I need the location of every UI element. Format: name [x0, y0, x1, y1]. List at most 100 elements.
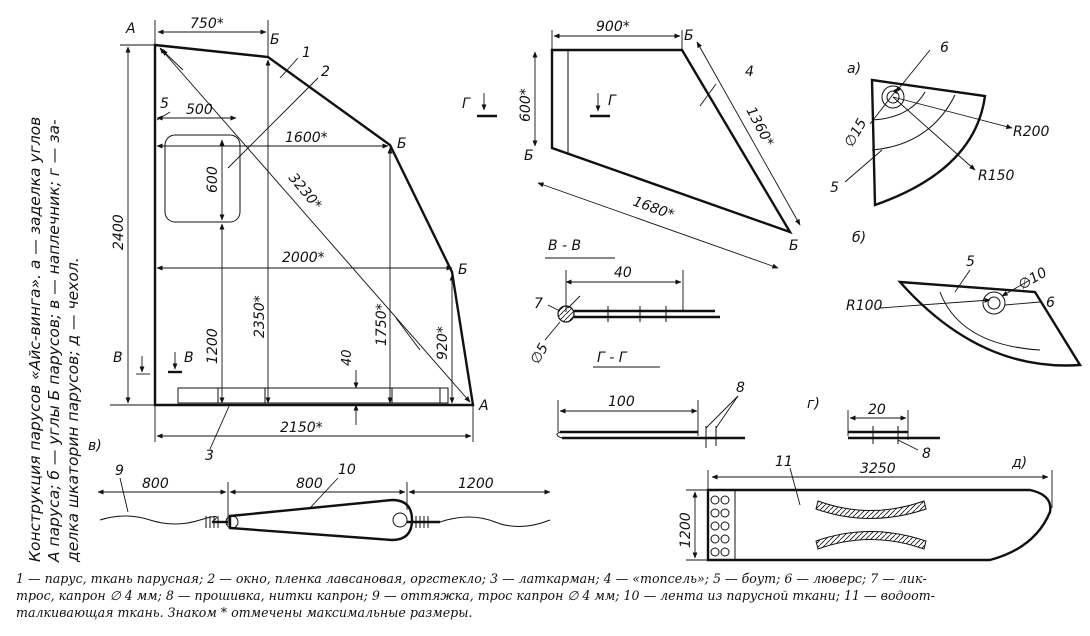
edge-layers	[848, 430, 940, 440]
detail-d: д) 3250 1200 11	[678, 454, 1053, 562]
leader-10	[309, 477, 339, 509]
corner-label-b: Б	[524, 148, 534, 164]
section-label-v: В	[113, 350, 123, 366]
part-number-7: 7	[534, 296, 543, 312]
dim-line-r150	[892, 96, 976, 171]
leader-5	[156, 111, 171, 121]
part-number-10: 10	[338, 462, 356, 478]
dim-label-1200: 1200	[678, 512, 694, 548]
window-outline	[164, 134, 241, 223]
corner-label-b: Б	[270, 32, 280, 48]
lacing-lines	[217, 388, 441, 403]
topsail: Б Б Б 900* 600* 1360* 1680* 4 Г Г	[462, 19, 801, 269]
part-number-8: 8	[736, 380, 745, 396]
side-title: Конструкция парусов «Айс-винга». а — зад…	[26, 117, 82, 563]
corner-label-b: Б	[458, 262, 468, 278]
leader-2	[227, 77, 319, 169]
dim-line-1680	[537, 182, 779, 269]
leader-8	[705, 395, 739, 429]
dim-label-20: 20	[868, 402, 886, 418]
dim-label-r150: R150	[978, 168, 1015, 184]
dim-label-800: 800	[296, 476, 323, 492]
section-gg-title: Г - Г	[597, 350, 628, 366]
detail-v-label: в)	[88, 438, 102, 454]
main-sail: А Б Б Б А В В 750* 500 1600* 3230* 2000*…	[110, 16, 489, 464]
part-number-11: 11	[775, 454, 793, 470]
whipping-marks	[205, 516, 429, 528]
section-vv-title: В - В	[548, 238, 581, 254]
dim-label-3250: 3250	[860, 461, 896, 477]
detail-a-label: а)	[847, 61, 861, 77]
part-number-1: 1	[302, 45, 311, 61]
part-number-5: 5	[830, 180, 839, 196]
part-number-5: 5	[160, 96, 169, 112]
dim-label-d15: ∅15	[842, 116, 871, 150]
section-label-g: Г	[608, 93, 617, 109]
dim-label-3230: 3230*	[285, 170, 325, 213]
leader-5	[844, 149, 883, 183]
corner-label-b: Б	[684, 28, 694, 44]
detail-b-label: б)	[852, 230, 866, 246]
leader-11	[789, 467, 801, 506]
dim-label-1200: 1200	[205, 328, 221, 364]
detail-v: в) 800 800 1200 9 10	[88, 438, 551, 542]
dim-label-40: 40	[614, 265, 632, 281]
dim-label-r100: R100	[846, 298, 883, 314]
detail-g-label: г)	[807, 396, 820, 412]
shoulder-loop	[228, 498, 414, 542]
handle-slot	[815, 531, 927, 550]
dim-label-900: 900*	[596, 19, 630, 35]
cover-outline	[706, 488, 1052, 562]
detail-b: б) ∅10 R100 5 6	[846, 230, 1083, 367]
dim-label-1360: 1360*	[742, 104, 776, 149]
side-title-line-2: А паруса; б — углы Б парусов; в — наплеч…	[45, 119, 63, 563]
dim-line-d15	[869, 87, 899, 125]
side-title-line-1: Конструкция парусов «Айс-винга». а — зад…	[26, 117, 44, 562]
corner-label-a: А	[125, 21, 136, 37]
section-label-v: В	[184, 350, 194, 366]
dim-label-500: 500	[186, 102, 213, 118]
part-number-2: 2	[321, 64, 330, 80]
detail-a-outline	[870, 78, 987, 207]
dim-label-1750: 1750*	[374, 303, 390, 346]
dim-label-800: 800	[142, 476, 169, 492]
leader-3	[209, 403, 231, 450]
dim-line-r200	[892, 96, 1013, 130]
leader-9	[119, 477, 129, 513]
dim-line-d10	[1001, 279, 1031, 297]
detail-d-label: д)	[1011, 455, 1027, 471]
dim-label-2000: 2000*	[282, 250, 325, 266]
dim-label-1680: 1680*	[631, 194, 677, 224]
corner-label-b: Б	[789, 238, 799, 254]
grommet-inner	[987, 296, 1001, 310]
dim-label-100: 100	[608, 394, 635, 410]
stitch-marks	[607, 306, 667, 322]
part-number-9: 9	[115, 463, 124, 479]
dim-label-d10: ∅10	[1016, 265, 1050, 294]
caption-line-2: трос, капрон ∅ 4 мм; 8 — прошивка, нитки…	[16, 588, 935, 603]
hem-fold	[556, 431, 563, 439]
bolt-rope-section	[557, 305, 575, 323]
leader-6	[895, 49, 931, 93]
dim-line-3230	[159, 47, 471, 403]
figure-caption: 1 — парус, ткань парусная; 2 — окно, пле…	[16, 570, 1076, 621]
dim-label-750: 750*	[190, 16, 224, 32]
part-number-6: 6	[1046, 295, 1055, 311]
topsail-outline	[550, 48, 793, 235]
section-vv: В - В 40 ∅5 7	[528, 238, 720, 367]
leader-corner	[161, 49, 184, 71]
part-number-4: 4	[745, 64, 754, 80]
dim-label-1600: 1600*	[285, 130, 328, 146]
part-number-3: 3	[205, 448, 214, 464]
handle-slot	[815, 500, 927, 519]
dim-line-r100	[879, 297, 991, 309]
dim-label-1200: 1200	[458, 476, 494, 492]
detail-a-arc	[871, 91, 926, 121]
corner-label-a: А	[478, 398, 489, 414]
dim-label-r200: R200	[1013, 124, 1050, 140]
caption-line-3: талкивающая ткань. Знаком * отмечены мак…	[16, 605, 473, 620]
cover-grommets	[710, 495, 730, 557]
section-label-g: Г	[462, 96, 471, 112]
leader-6	[1004, 301, 1041, 306]
dim-label-2150: 2150*	[280, 420, 323, 436]
